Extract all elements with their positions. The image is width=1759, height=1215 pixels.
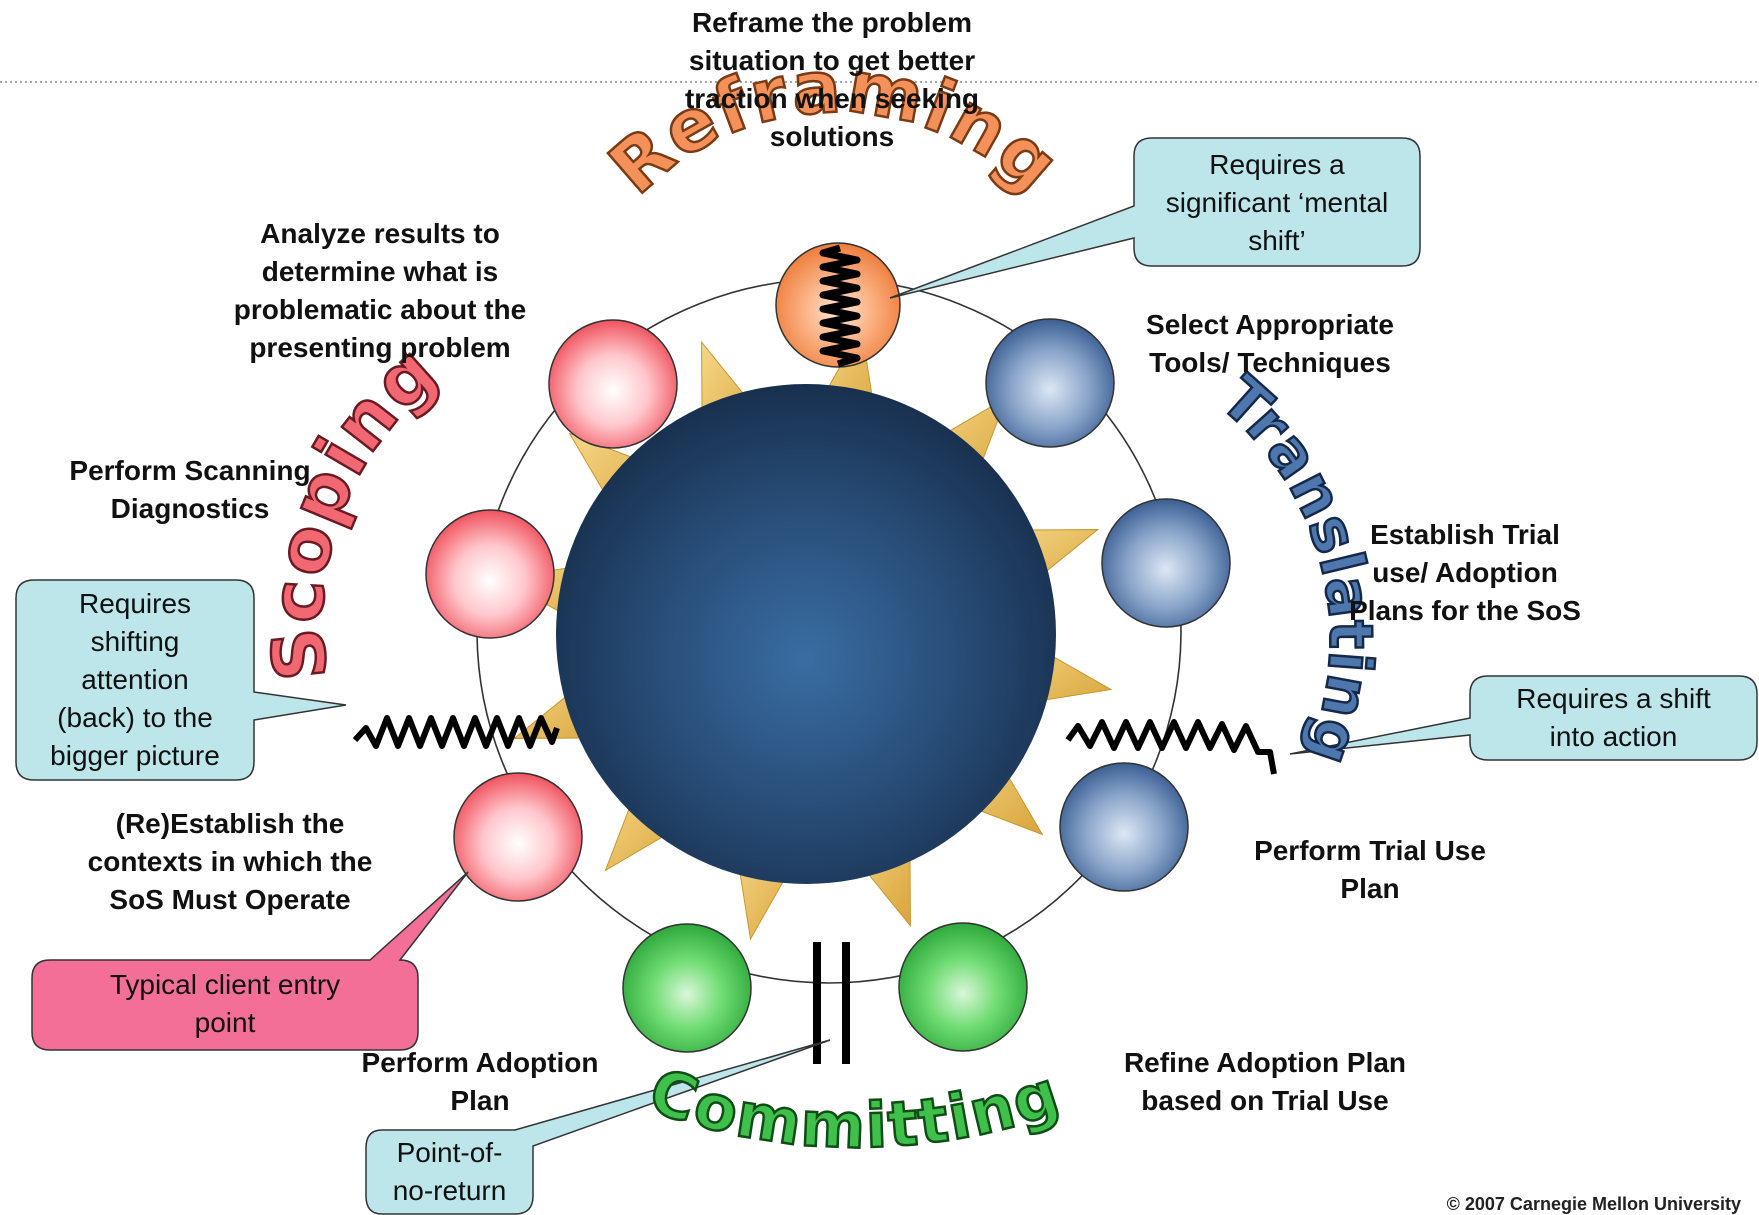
- label-scanning: Perform Scanning Diagnostics: [40, 452, 340, 528]
- node-refine-adoption[interactable]: [898, 922, 1028, 1052]
- label-line: Plan: [450, 1085, 510, 1116]
- callout-line: significant ‘mental: [1165, 187, 1389, 218]
- callout-line: Requires a: [1209, 149, 1345, 180]
- callout-line: point: [194, 1007, 256, 1038]
- no-return-bar-right: [842, 942, 850, 1064]
- reframe-spring: [819, 244, 861, 368]
- label-line: Select Appropriate: [1146, 309, 1394, 340]
- label-line: (Re)Establish the: [115, 808, 345, 839]
- callout-line: shift’: [1248, 225, 1306, 256]
- node-reestablish[interactable]: [453, 772, 583, 902]
- phase-committing: Committing: [641, 1054, 1069, 1163]
- callout-mental-shift[interactable]: [889, 137, 1421, 299]
- callout-line: Requires: [78, 588, 192, 619]
- label-refine-adoption: Refine Adoption Plan based on Trial Use: [1095, 1044, 1435, 1120]
- label-line: presenting problem: [249, 332, 511, 363]
- callout-mental-shift-text: Requires a significant ‘mental shift’: [1134, 146, 1420, 260]
- label-line: Refine Adoption Plan: [1123, 1047, 1407, 1078]
- label-select: Select Appropriate Tools/ Techniques: [1110, 306, 1430, 382]
- label-line: based on Trial Use: [1141, 1085, 1389, 1116]
- no-return-bar-left: [813, 942, 821, 1064]
- label-analyze: Analyze results to determine what is pro…: [200, 215, 560, 367]
- callout-shift-action[interactable]: [1289, 675, 1758, 761]
- label-reestablish: (Re)Establish the contexts in which the …: [60, 805, 400, 919]
- copyright-footer: © 2007 Carnegie Mellon University: [1446, 1194, 1741, 1214]
- node-establish-trial[interactable]: [1101, 498, 1231, 628]
- label-line: contexts in which the: [87, 846, 373, 877]
- callout-line: no-return: [392, 1175, 507, 1206]
- label-line: Reframe the problem: [691, 7, 973, 38]
- callout-no-return-text: Point-of- no-return: [366, 1134, 533, 1210]
- label-perform-adoption: Perform Adoption Plan: [330, 1044, 630, 1120]
- node-scanning[interactable]: [425, 509, 555, 639]
- label-line: problematic about the: [233, 294, 527, 325]
- label-establish-trial: Establish Trial use/ Adoption Plans for …: [1320, 516, 1610, 630]
- label-line: use/ Adoption: [1372, 557, 1558, 588]
- callout-shift-action-text: Requires a shift into action: [1470, 680, 1757, 756]
- callout-line: into action: [1549, 721, 1678, 752]
- callout-entry-point-text: Typical client entry point: [32, 966, 418, 1042]
- label-line: Analyze results to: [260, 218, 500, 249]
- callout-line: (back) to the: [57, 702, 213, 733]
- node-select[interactable]: [985, 318, 1115, 448]
- core-sphere: [556, 384, 1056, 884]
- label-line: Plan: [1340, 873, 1400, 904]
- node-perform-adoption[interactable]: [622, 923, 752, 1053]
- label-line: determine what is: [261, 256, 499, 287]
- label-line: Diagnostics: [110, 493, 270, 524]
- node-analyze[interactable]: [548, 319, 678, 449]
- callout-no-return[interactable]: [365, 1039, 831, 1215]
- right-spring: [1065, 719, 1277, 775]
- callout-line: Point-of-: [396, 1137, 503, 1168]
- label-line: SoS Must Operate: [109, 884, 351, 915]
- left-spring: [352, 715, 560, 749]
- label-line: Establish Trial: [1370, 519, 1560, 550]
- callout-line: Typical client entry: [109, 969, 341, 1000]
- callout-shifting-attention-text: Requires shifting attention (back) to th…: [16, 585, 254, 775]
- label-line: solutions: [769, 121, 895, 152]
- label-line: traction when seeking: [684, 83, 980, 114]
- callout-line: attention: [81, 664, 189, 695]
- callout-entry-point[interactable]: [31, 871, 469, 1051]
- label-line: Plans for the SoS: [1349, 595, 1581, 626]
- label-line: situation to get better: [688, 45, 976, 76]
- label-reframe: Reframe the problem situation to get bet…: [612, 4, 1052, 156]
- label-line: Perform Adoption: [361, 1047, 599, 1078]
- node-perform-trial[interactable]: [1059, 762, 1189, 892]
- label-perform-trial: Perform Trial Use Plan: [1220, 832, 1520, 908]
- callout-shifting-attention[interactable]: [15, 579, 347, 781]
- callout-line: shifting: [90, 626, 180, 657]
- label-line: Perform Scanning: [69, 455, 311, 486]
- callout-line: bigger picture: [50, 740, 220, 771]
- label-line: Tools/ Techniques: [1149, 347, 1391, 378]
- label-line: Perform Trial Use: [1254, 835, 1486, 866]
- callout-line: Requires a shift: [1516, 683, 1711, 714]
